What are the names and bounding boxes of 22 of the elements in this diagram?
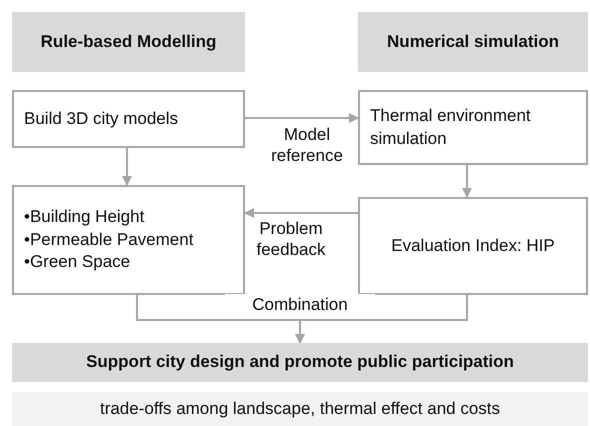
process-box (12, 90, 245, 148)
column-header (358, 12, 588, 72)
node-text: Build 3D city models (24, 108, 180, 130)
node-text: Numerical simulation (387, 30, 559, 53)
node-text: trade-offs among landscape, thermal effect and costs (100, 398, 500, 420)
node-text: Support city design and promote public participation (86, 351, 514, 374)
arrow (244, 208, 358, 218)
node-text: Rule-based Modelling (40, 30, 216, 53)
node-text: •Permeable Pavement (24, 228, 194, 251)
node-text: •Green Space (24, 251, 132, 274)
node-text: •Building Height (24, 206, 146, 228)
result-band (12, 343, 588, 382)
process-box (12, 185, 245, 295)
node-text: Evaluation Index: HIP (391, 234, 555, 257)
node-text: Thermal environment simulation (370, 104, 532, 150)
arrow (122, 148, 132, 186)
arrow (295, 295, 468, 344)
column-header (12, 12, 245, 72)
arrow (245, 113, 359, 123)
process-box (358, 197, 588, 295)
arrow (462, 165, 472, 198)
process-box (358, 90, 588, 165)
